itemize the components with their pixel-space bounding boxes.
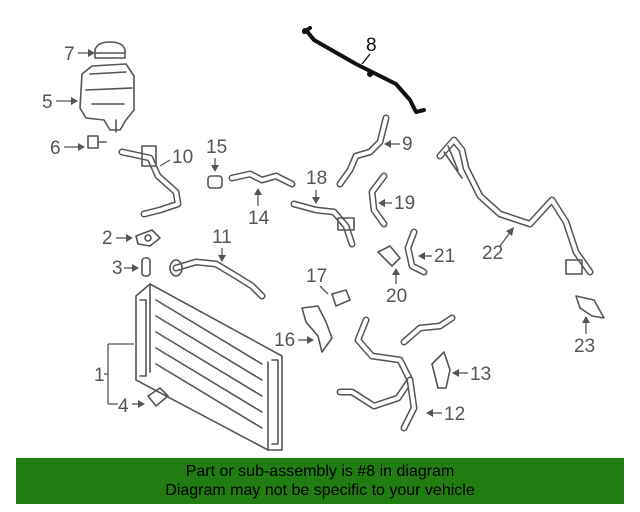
svg-text:20: 20	[386, 286, 407, 307]
svg-text:19: 19	[394, 193, 415, 214]
part-4-drain-plug[interactable]	[147, 387, 169, 407]
svg-text:14: 14	[248, 208, 270, 229]
svg-text:6: 6	[50, 138, 61, 159]
part-15-clamp[interactable]	[207, 175, 223, 189]
part-6-bolt[interactable]	[87, 135, 107, 149]
callout-6: 6	[50, 138, 85, 159]
part-11-hose[interactable]	[169, 258, 266, 300]
part-13-bracket[interactable]	[431, 351, 451, 389]
svg-text:11: 11	[212, 227, 232, 248]
callout-23: 23	[574, 316, 595, 357]
callout-8: 8	[361, 35, 377, 65]
part-21-pipe[interactable]	[404, 228, 428, 276]
callout-14: 14	[248, 188, 270, 229]
svg-text:18: 18	[306, 168, 327, 189]
svg-text:7: 7	[64, 44, 75, 65]
part-2-bracket[interactable]	[135, 229, 161, 247]
callout-1: 1	[94, 343, 134, 405]
callout-19: 19	[378, 193, 415, 214]
svg-text:22: 22	[482, 243, 503, 264]
callout-18: 18	[306, 168, 327, 204]
callout-22: 22	[482, 227, 514, 264]
part-12-hose-assembly[interactable]	[336, 314, 456, 432]
part-19-pipe[interactable]	[368, 172, 388, 228]
part-18-pipe[interactable]	[290, 200, 356, 248]
svg-text:9: 9	[402, 134, 413, 155]
part-3-plug[interactable]	[141, 257, 151, 277]
callout-11: 11	[212, 227, 232, 262]
callout-9: 9	[384, 134, 413, 155]
part-10-hose[interactable]	[118, 145, 182, 218]
svg-text:5: 5	[42, 92, 53, 113]
svg-text:23: 23	[574, 336, 595, 357]
callout-10: 10	[159, 147, 193, 168]
svg-text:4: 4	[118, 396, 129, 417]
svg-text:10: 10	[172, 147, 193, 168]
part-8-hose[interactable]	[302, 26, 426, 114]
callout-16: 16	[274, 330, 314, 351]
callout-13: 13	[452, 364, 491, 385]
part-17-fitting[interactable]	[331, 289, 351, 307]
part-9-pipe[interactable]	[336, 114, 390, 188]
svg-text:12: 12	[444, 404, 465, 425]
part-16-bracket[interactable]	[301, 305, 333, 353]
callout-20: 20	[386, 268, 407, 307]
part-23-bracket[interactable]	[575, 295, 605, 319]
part-14-hose[interactable]	[228, 170, 296, 188]
part-5-expansion-tank[interactable]	[79, 63, 135, 133]
svg-text:13: 13	[470, 364, 491, 385]
svg-text:15: 15	[206, 137, 227, 158]
svg-text:17: 17	[306, 266, 327, 287]
callout-15: 15	[206, 137, 227, 172]
callout-3: 3	[112, 258, 139, 279]
svg-text:1: 1	[94, 365, 105, 386]
svg-text:16: 16	[274, 330, 295, 351]
callout-2: 2	[102, 228, 133, 249]
banner-line-2: Diagram may not be specific to your vehi…	[165, 482, 475, 499]
part-20-bracket[interactable]	[377, 245, 401, 267]
part-1-radiator[interactable]	[135, 283, 283, 451]
callout-12: 12	[426, 404, 465, 425]
svg-text:2: 2	[102, 228, 113, 249]
banner-line-1: Part or sub-assembly is #8 in diagram	[185, 463, 455, 480]
svg-text:21: 21	[434, 246, 455, 267]
callout-5: 5	[42, 92, 78, 113]
callout-21: 21	[418, 246, 455, 267]
part-7-reservoir-cap[interactable]	[94, 41, 126, 59]
callout-7: 7	[64, 44, 95, 65]
part-22-pipe-assembly[interactable]	[436, 136, 594, 276]
info-banner: Part or sub-assembly is #8 in diagram Di…	[16, 458, 624, 504]
callout-17: 17	[306, 266, 329, 295]
parts-diagram: 7 5 6 10 2	[42, 26, 605, 451]
svg-text:3: 3	[112, 258, 123, 279]
svg-text:8: 8	[366, 35, 377, 56]
callout-4: 4	[118, 396, 145, 417]
